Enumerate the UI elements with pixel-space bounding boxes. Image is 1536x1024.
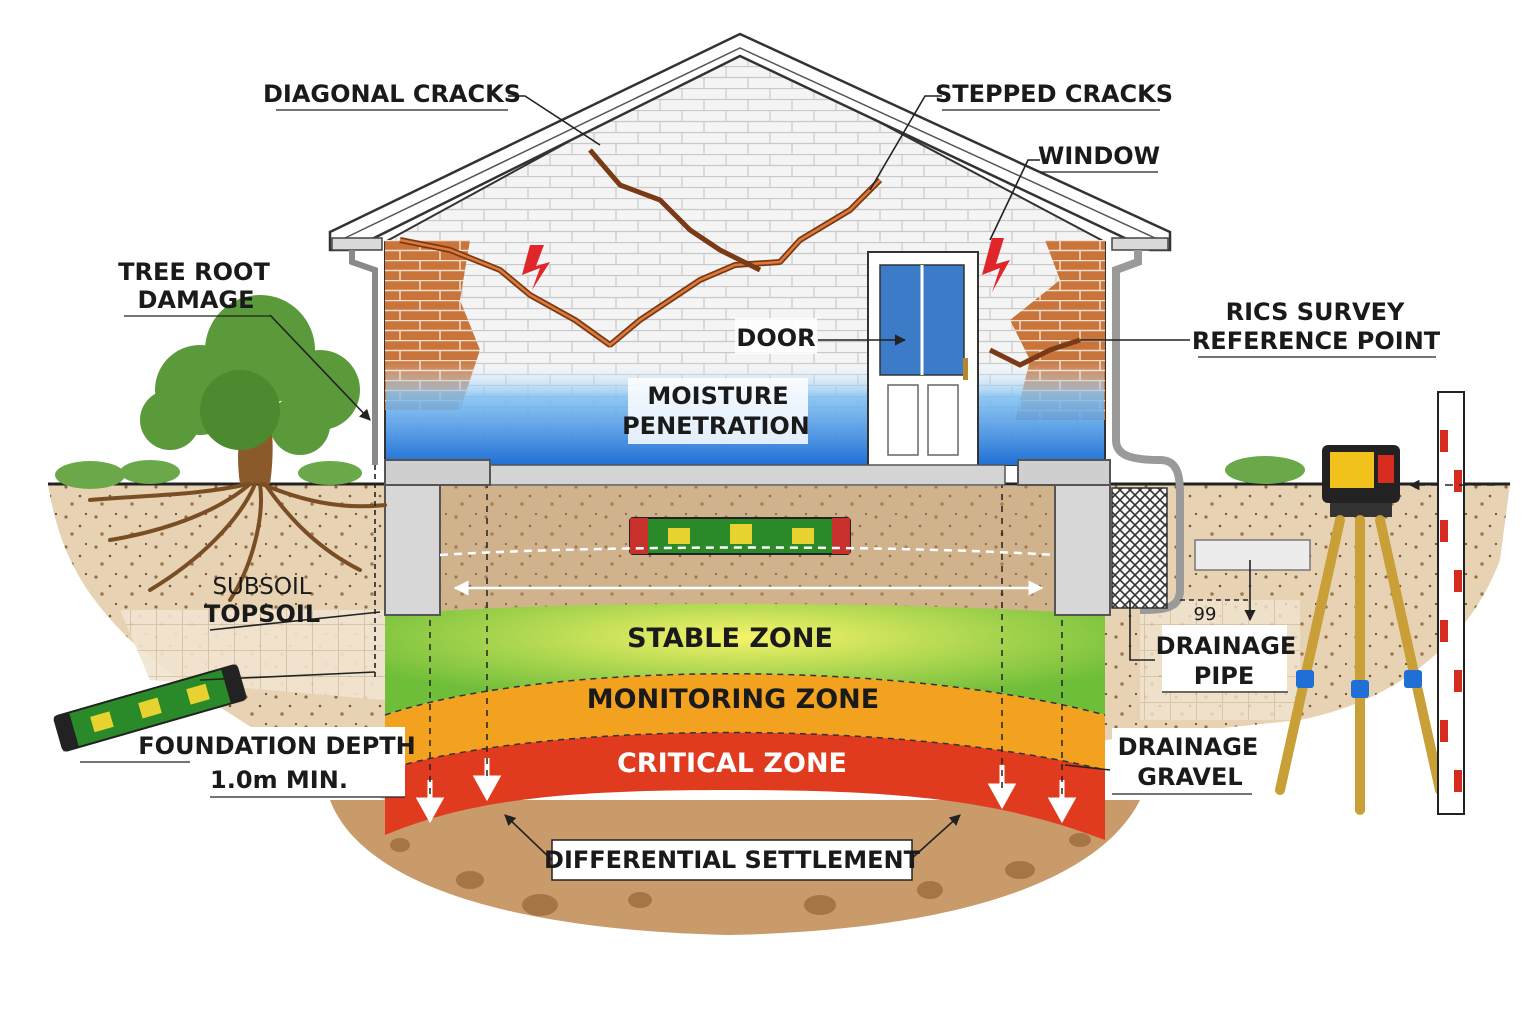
zone-divider-1 <box>384 673 1106 716</box>
crack-alert-left <box>522 245 550 290</box>
label-foundation-line2: 1.0m MIN. <box>210 766 348 794</box>
staff-marks <box>1440 430 1462 792</box>
label-rics-line1: RICS SURVEY <box>1226 298 1405 326</box>
stepped-crack <box>588 148 762 273</box>
drainage-pipe-outlet <box>1194 539 1311 571</box>
vial-1 <box>668 528 690 544</box>
laser-lens <box>1378 455 1394 483</box>
footing-right-top <box>1017 459 1111 486</box>
diagonal-crack-highlight <box>399 179 881 347</box>
drainage-gravel-mesh <box>1111 487 1168 609</box>
downpipe-left <box>349 250 378 465</box>
foundations <box>384 459 1311 616</box>
tree-canopy <box>140 295 360 455</box>
label-subsoil: SUBSOIL <box>212 574 311 600</box>
label-stepped-cracks: STEPPED CRACKS <box>935 80 1173 108</box>
gutter-right <box>1111 237 1169 251</box>
label-window: WINDOW <box>1038 142 1160 170</box>
label-moisture-line1: MOISTURE <box>647 382 788 410</box>
stable-zone-label: STABLE ZONE <box>627 623 833 654</box>
pipe-mark: 99 <box>1194 604 1217 625</box>
door-panel-left <box>887 384 919 456</box>
door-panel-right <box>927 384 959 456</box>
monitoring-zone <box>385 673 1105 770</box>
critical-zone-label: CRITICAL ZONE <box>617 748 847 779</box>
label-moisture-line2: PENETRATION <box>622 412 810 440</box>
label-drainage-gravel-line1: DRAINAGE <box>1118 733 1259 761</box>
label-foundation-line1: FOUNDATION DEPTH <box>138 732 416 760</box>
label-drainage-pipe-line1: DRAINAGE <box>1156 632 1297 660</box>
label-drainage-gravel-line2: GRAVEL <box>1137 763 1242 791</box>
tree-roots <box>88 482 387 602</box>
label-topsoil: TOPSOIL <box>204 600 320 628</box>
soil-zones: STABLE ZONE MONITORING ZONE CRITICAL ZON… <box>384 470 1106 840</box>
left-grid-soil <box>120 610 385 700</box>
vial-2 <box>730 524 752 544</box>
downpipe-right <box>1112 250 1184 614</box>
level-line-upper <box>439 546 1056 557</box>
footing-left-top <box>384 459 491 486</box>
label-differential-settlement: DIFFERENTIAL SETTLEMENT <box>544 846 921 874</box>
leader-lines <box>199 95 1256 861</box>
door-handle <box>963 358 968 380</box>
gutter-left <box>331 237 383 251</box>
crack-alert-right <box>982 238 1010 292</box>
tripod-clamps <box>1296 670 1422 698</box>
spirit-level-cap-left <box>630 518 648 554</box>
roof-edge <box>344 47 1156 239</box>
label-tree-root-line1: TREE ROOT <box>118 258 270 286</box>
label-rics-line2: REFERENCE POINT <box>1192 327 1441 355</box>
callout-labels: DIAGONAL CRACKS STEPPED CRACKS WINDOW TR… <box>80 80 1441 881</box>
house <box>328 32 1184 614</box>
critical-zone <box>385 732 1105 840</box>
label-drainage-pipe-line2: PIPE <box>1194 662 1255 690</box>
gravel-stones <box>390 833 1091 916</box>
monitoring-zone-label: MONITORING ZONE <box>587 684 879 715</box>
label-door: DOOR <box>736 324 815 352</box>
label-diagonal-cracks: DIAGONAL CRACKS <box>263 80 521 108</box>
shrubs <box>55 456 1305 489</box>
label-tree-root-line2: DAMAGE <box>137 286 254 314</box>
laser-level-tripod <box>1275 391 1495 815</box>
floor-slab <box>484 464 1006 486</box>
stable-zone <box>385 603 1105 715</box>
survey-staff <box>1437 391 1465 815</box>
tree <box>55 295 1305 602</box>
laser-screen-frame <box>1330 452 1374 488</box>
tripod-legs <box>1275 515 1445 815</box>
zone-divider-2 <box>384 731 1106 771</box>
laser-base <box>1330 503 1392 517</box>
vial-3 <box>792 528 814 544</box>
spirit-level-left <box>53 664 247 752</box>
spirit-level-cap-right <box>832 518 850 554</box>
rics-crack <box>988 337 1081 368</box>
